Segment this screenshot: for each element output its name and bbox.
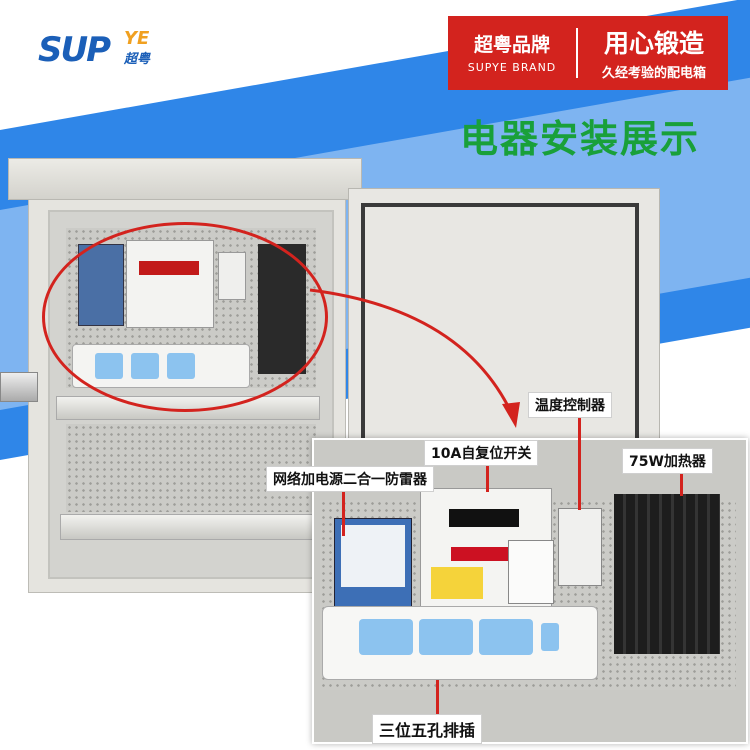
badge-brand-en: SUPYE BRAND [467, 61, 557, 74]
badge-slogan-block: 用心锻造 久经考验的配电箱 [580, 16, 728, 90]
page-title: 电器安装展示 [459, 117, 700, 161]
label-heater: 75W加热器 [622, 448, 713, 474]
cabinet-shelf-lower [60, 514, 320, 540]
detail-thermostat [558, 508, 602, 586]
highlight-ellipse [42, 222, 328, 412]
badge-divider [576, 28, 578, 78]
label-surge-protector: 网络加电源二合一防雷器 [266, 466, 434, 492]
switch-display [449, 509, 519, 527]
label-reset-switch: 10A自复位开关 [424, 440, 539, 466]
detail-surge-protector [334, 518, 412, 610]
switch-buttons [451, 547, 521, 561]
cabinet-roof [8, 158, 362, 200]
socket-icon [419, 619, 473, 655]
logo-chinese-text: 超粤 [124, 52, 151, 67]
callout-pin [680, 470, 683, 496]
socket-icon [359, 619, 413, 655]
door-seal-frame [361, 203, 639, 467]
cabinet-door [348, 188, 660, 472]
badge-slogan-sub: 久经考验的配电箱 [601, 66, 706, 81]
logo-accent-text: YE [124, 28, 150, 49]
callout-pin [342, 486, 345, 536]
socket-icon [479, 619, 533, 655]
detail-power-strip [322, 606, 598, 680]
label-power-strip: 三位五孔排插 [372, 714, 483, 744]
badge-brand-cn: 超粤品牌 [473, 34, 550, 56]
callout-pin [436, 680, 439, 716]
brand-badge: 超粤品牌 SUPYE BRAND 用心锻造 久经考验的配电箱 [448, 16, 728, 90]
callout-pin [486, 462, 489, 492]
detail-terminal-block [508, 540, 554, 604]
badge-slogan: 用心锻造 [603, 29, 704, 58]
logo-main-text: SUP [38, 30, 111, 70]
warning-label [431, 567, 483, 599]
badge-brand-block: 超粤品牌 SUPYE BRAND [448, 16, 576, 90]
detail-reset-switch [420, 488, 552, 610]
switch-light-icon [541, 623, 559, 651]
spd-face [341, 525, 405, 587]
label-temp-controller: 温度控制器 [528, 392, 612, 418]
cabinet-hinge [0, 372, 38, 402]
detail-heater [614, 494, 720, 654]
supye-logo: SUP YE 超粤 [38, 28, 158, 70]
callout-pin [578, 414, 581, 510]
